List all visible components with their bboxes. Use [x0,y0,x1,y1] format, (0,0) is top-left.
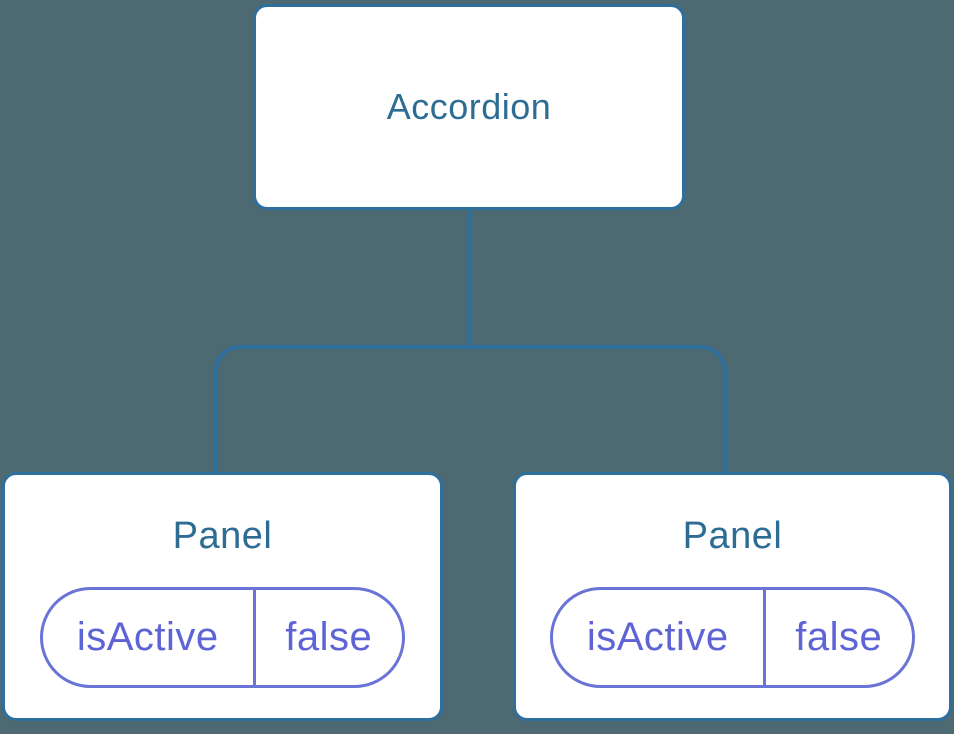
prop-name: isActive [553,590,766,685]
component-node-panel-2: Panel isActive false [513,472,952,721]
component-node-accordion: Accordion [253,4,685,210]
connector-stem [467,209,471,347]
connector-bracket [214,345,727,480]
prop-value: false [795,615,883,659]
node-label: Accordion [386,86,552,127]
node-label: Panel [682,515,783,557]
component-node-panel-1: Panel isActive false [2,472,443,721]
state-prop-pill: isActive false [40,587,405,688]
node-label: Panel [172,515,273,557]
state-prop-pill: isActive false [550,587,915,688]
prop-value: false [285,615,373,659]
prop-name: isActive [43,590,256,685]
